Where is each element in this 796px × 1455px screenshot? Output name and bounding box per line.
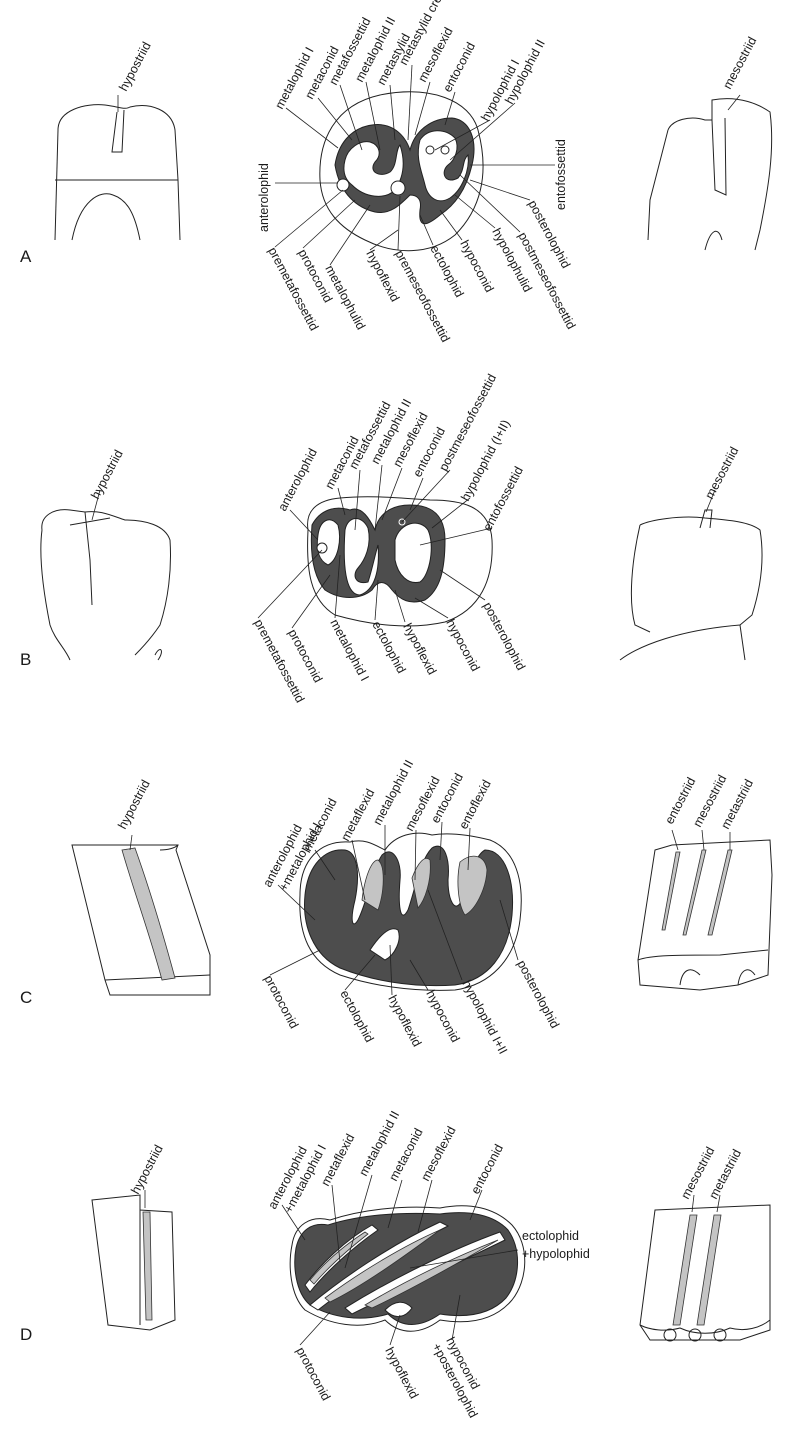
- panel-d: D hypostriid anterolophid +metalophid I …: [20, 1109, 770, 1421]
- label-b-entofossettid: entofossettid: [480, 464, 526, 533]
- panel-a: A hypostriid metalophid I m: [20, 0, 772, 345]
- panel-d-left-tooth: hypostriid: [92, 1143, 175, 1330]
- label-a-ectolophid: ectolophid: [427, 243, 466, 300]
- label-a-anterolophid: anterolophid: [257, 163, 271, 232]
- label-b-mesostriid: mesostriid: [702, 445, 741, 502]
- label-b-posterolophid: posterolophid: [480, 600, 528, 673]
- panel-letter-d: D: [20, 1325, 32, 1344]
- panel-c: C hypostriid anterolophid +metalophid I …: [20, 758, 772, 1057]
- panel-a-right-tooth: mesostriid: [648, 35, 772, 250]
- label-a-mesostriid: mesostriid: [720, 35, 759, 92]
- label-c-metaflexid: metaflexid: [338, 786, 377, 843]
- panel-b: B hypostriid anterolophid metaconid: [20, 372, 762, 705]
- label-d-protoconid: protoconid: [293, 1345, 333, 1403]
- label-d-entoconid: entoconid: [468, 1142, 506, 1196]
- label-d-hypoflexid: hypoflexid: [382, 1345, 421, 1401]
- panel-letter-c: C: [20, 988, 32, 1007]
- panel-c-occlusal: [300, 833, 521, 990]
- label-c-entoflexid: entoflexid: [456, 778, 494, 832]
- label-c-hypostriid: hypostriid: [115, 778, 152, 832]
- panel-d-right-tooth: mesostriid metastriid: [640, 1145, 770, 1341]
- panel-a-left-tooth: hypostriid: [55, 40, 180, 240]
- label-b-anterolophid: anterolophid: [275, 446, 320, 513]
- label-a-hypostriid: hypostriid: [116, 40, 153, 94]
- label-b-hypostriid: hypostriid: [88, 448, 125, 502]
- panel-c-right-tooth: entostriid mesostriid metastriid: [638, 773, 772, 990]
- label-d-ectolophid: ectolophid: [522, 1229, 579, 1243]
- panel-letter-a: A: [20, 247, 32, 266]
- label-c-ectolophid: ectolophid: [337, 988, 376, 1045]
- label-c-posterolophid: posterolophid: [514, 958, 562, 1031]
- panel-b-left-tooth: hypostriid: [41, 448, 171, 660]
- label-d-hypostriid: hypostriid: [128, 1143, 165, 1197]
- label-d-hypolophid: +hypolophid: [522, 1247, 590, 1261]
- label-a-entofossettid: entofossettid: [554, 139, 568, 210]
- label-d-metaflexid: metaflexid: [318, 1131, 357, 1188]
- panel-c-left-tooth: hypostriid: [72, 778, 210, 995]
- panel-b-right-tooth: mesostriid: [620, 445, 762, 660]
- panel-letter-b: B: [20, 650, 31, 669]
- label-c-protoconid: protoconid: [261, 973, 301, 1031]
- panel-d-occlusal: [290, 1206, 525, 1332]
- label-c-hypoconid: hypoconid: [423, 988, 462, 1045]
- label-b-hypoconid: hypoconid: [443, 617, 482, 674]
- label-a-metalophid-i: metalophid I: [272, 45, 316, 112]
- panel-a-occlusal: [320, 92, 483, 251]
- label-c-hypoflexid: hypoflexid: [385, 993, 424, 1049]
- label-b-metalophid-i: metalophid I: [327, 617, 371, 684]
- label-c-hypolophid-i-ii: hypolophid I+II: [459, 978, 510, 1057]
